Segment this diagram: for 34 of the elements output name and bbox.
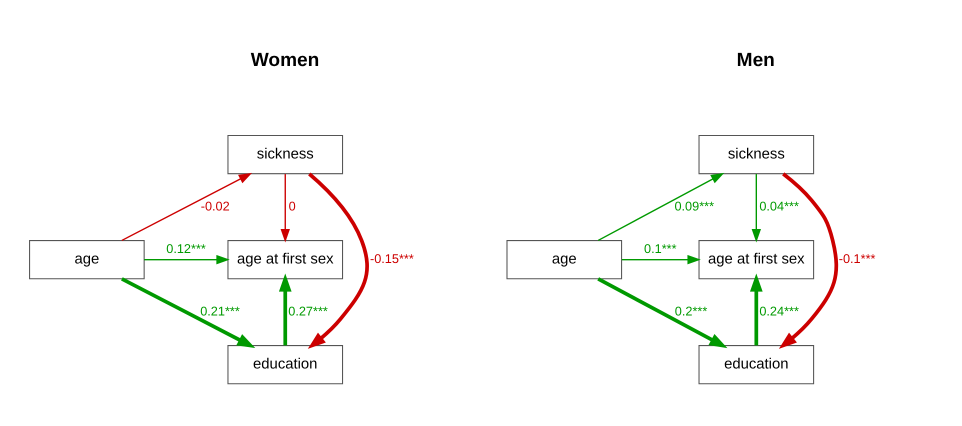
edge-label: 0.04*** (759, 198, 799, 213)
label: Women (250, 49, 320, 70)
edge-label: 0.1*** (644, 240, 677, 256)
edge-label: 0.12*** (166, 240, 206, 256)
node-box: sickness (698, 134, 814, 174)
edge-label: 0.2*** (674, 302, 708, 318)
arrow (778, 172, 838, 348)
edge-label: -0.1*** (838, 250, 876, 266)
arrow (622, 254, 701, 264)
edge-label: 0.21*** (200, 302, 240, 318)
arrow (598, 172, 724, 241)
node-box: age at first sex (698, 240, 814, 279)
node-box: sickness (227, 134, 344, 174)
node-box: age (506, 240, 622, 279)
arrow (144, 254, 230, 264)
node-box: age at first sex (227, 240, 344, 279)
arrow (597, 276, 728, 348)
arrow (752, 174, 761, 242)
node-box: age (29, 240, 145, 279)
label: Men (736, 49, 775, 70)
arrow (308, 172, 369, 348)
edge-label: 0.09*** (674, 198, 714, 213)
edge-label: 0.27*** (288, 302, 328, 318)
arrow (280, 174, 290, 242)
node-box: education (227, 344, 344, 384)
node-box: education (698, 344, 814, 384)
edge-label: -0.02 (200, 198, 230, 213)
arrow (122, 172, 252, 241)
arrow (750, 272, 763, 345)
arrow (278, 272, 292, 345)
arrow (121, 276, 256, 348)
edge-label: 0 (288, 198, 296, 213)
edge-label: -0.15*** (370, 250, 414, 266)
edge-label: 0.24*** (759, 302, 799, 318)
